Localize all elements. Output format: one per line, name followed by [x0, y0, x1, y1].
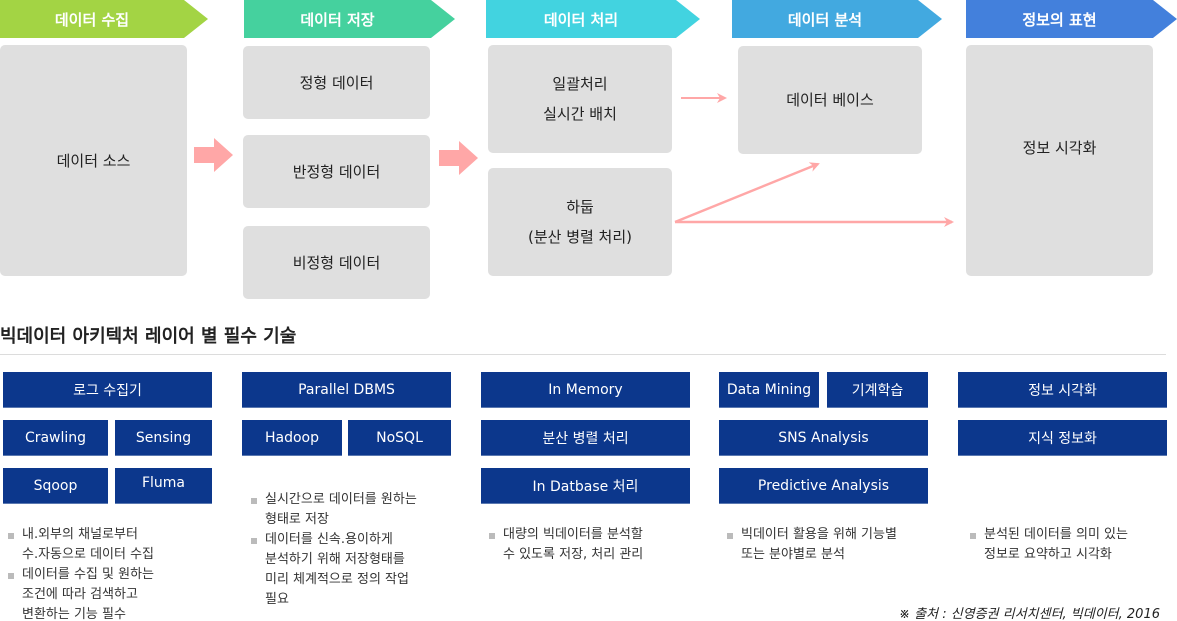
box-label: 반정형 데이터	[292, 162, 381, 181]
box-label: 비정형 데이터	[292, 253, 381, 272]
info-visualization-box: 정보 시각화	[966, 45, 1153, 276]
tech-in-database: In Datbase 처리	[481, 468, 690, 504]
tech-knowledge-info: 지식 정보화	[958, 420, 1167, 456]
semi-structured-data-box: 반정형 데이터	[243, 135, 430, 208]
bullet-line: 필요	[265, 592, 289, 607]
tech-in-memory: In Memory	[481, 372, 690, 408]
tech-label: 분산 병렬 처리	[542, 430, 629, 447]
tech-nosql: NoSQL	[348, 420, 451, 456]
bullet-line: 분석하기 위해 저장형태를	[265, 552, 405, 567]
tech-label: In Datbase 처리	[532, 478, 639, 495]
hadoop-box: 하둡 (분산 병렬 처리)	[488, 168, 672, 276]
tech-label: In Memory	[548, 381, 623, 398]
tech-label: 로그 수집기	[73, 382, 142, 399]
box-label-line2: (분산 병렬 처리)	[527, 228, 633, 246]
box-label: 데이터 소스	[56, 151, 131, 170]
tech-log-collector: 로그 수집기	[3, 372, 212, 408]
tech-label: Parallel DBMS	[298, 381, 395, 398]
box-label-line1: 하둡	[566, 198, 594, 216]
stage-label: 데이터 수집	[54, 10, 130, 29]
tech-data-mining: Data Mining	[719, 372, 819, 408]
tech-label: Sensing	[135, 429, 192, 446]
bullet-line: 데이터를 수집 및 원하는	[22, 567, 154, 582]
tech-label: Predictive Analysis	[757, 477, 890, 494]
tech-label: Fluma	[141, 475, 186, 491]
tech-sqoop: Sqoop	[3, 468, 108, 504]
stage-header-presentation: 정보의 표현	[966, 0, 1177, 38]
stage-header-collection: 데이터 수집	[0, 0, 208, 38]
bullet-line: 데이터를 신속.용이하게	[265, 532, 393, 547]
box-label-line2: 실시간 배치	[543, 105, 617, 123]
bullet-line: 분석된 데이터를 의미 있는	[984, 527, 1128, 542]
box-label: 정보 시각화	[1022, 139, 1097, 157]
tech-label: Hadoop	[264, 429, 319, 446]
bullet-item: 분석된 데이터를 의미 있는 정보로 요약하고 시각화	[962, 525, 1128, 565]
bullet-line: 대량의 빅데이터를 분석할	[503, 527, 643, 542]
tech-machine-learning: 기계학습	[827, 372, 928, 408]
stage-label: 정보의 표현	[1022, 10, 1097, 29]
section-title: 빅데이터 아키텍처 레이어 별 필수 기술	[0, 326, 297, 347]
box-label: 정형 데이터	[299, 73, 374, 92]
bullet-line: 형태로 저장	[265, 512, 329, 527]
collection-bullets: 내.외부의 채널로부터 수.자동으로 데이터 수집 데이터를 수집 및 원하는 …	[0, 525, 154, 621]
stage-header-processing: 데이터 처리	[486, 0, 700, 38]
tech-label: 정보 시각화	[1028, 382, 1097, 399]
bullet-line: 조건에 따라 검색하고	[22, 587, 138, 602]
source-note: ※ 출처 : 신영증권 리서치센터, 빅데이터, 2016	[899, 607, 1160, 621]
box-label: 데이터 베이스	[786, 91, 874, 109]
tech-crawling: Crawling	[3, 420, 108, 456]
bullet-line: 수.자동으로 데이터 수집	[22, 547, 154, 562]
stage-header-analysis: 데이터 분석	[732, 0, 942, 38]
unstructured-data-box: 비정형 데이터	[243, 226, 430, 299]
analysis-bullets: 빅데이터 활용을 위해 기능별 또는 분야별로 분석	[719, 525, 897, 565]
bullet-line: 빅데이터 활용을 위해 기능별	[741, 527, 897, 542]
tech-label: Sqoop	[33, 477, 78, 494]
tech-info-visualization: 정보 시각화	[958, 372, 1167, 408]
stage-label: 데이터 처리	[543, 10, 619, 29]
bullet-line: 변환하는 기능 필수	[22, 607, 126, 621]
tech-label: 지식 정보화	[1028, 430, 1097, 447]
tech-label: 기계학습	[851, 382, 904, 399]
data-source-box: 데이터 소스	[0, 45, 187, 276]
tech-label: Data Mining	[726, 381, 812, 398]
bullet-line: 수 있도록 저장, 처리 관리	[503, 547, 644, 562]
tech-sns-analysis: SNS Analysis	[719, 420, 928, 456]
bullet-item: 대량의 빅데이터를 분석할 수 있도록 저장, 처리 관리	[481, 525, 643, 565]
bullet-item: 내.외부의 채널로부터 수.자동으로 데이터 수집	[0, 525, 154, 565]
tech-label: Crawling	[24, 429, 87, 446]
presentation-bullets: 분석된 데이터를 의미 있는 정보로 요약하고 시각화	[962, 525, 1128, 565]
bullet-item: 실시간으로 데이터를 원하는 형태로 저장	[243, 490, 417, 530]
tech-parallel-dbms: Parallel DBMS	[242, 372, 451, 408]
tech-predictive-analysis: Predictive Analysis	[719, 468, 928, 504]
block-arrow-icon	[439, 141, 478, 175]
stage-label: 데이터 분석	[787, 10, 863, 29]
stage-label: 데이터 저장	[300, 10, 375, 29]
bullet-line: 정보로 요약하고 시각화	[984, 547, 1112, 562]
tech-fluma: Fluma	[115, 468, 212, 504]
tech-distributed-parallel: 분산 병렬 처리	[481, 420, 690, 456]
arrow-hadoop-to-database	[674, 162, 820, 224]
tech-label: SNS Analysis	[778, 429, 869, 446]
block-arrow-icon	[194, 138, 233, 172]
tech-sensing: Sensing	[115, 420, 212, 456]
processing-bullets: 대량의 빅데이터를 분석할 수 있도록 저장, 처리 관리	[481, 525, 643, 565]
batch-processing-box: 일괄처리 실시간 배치	[488, 45, 672, 153]
divider	[0, 354, 1166, 355]
bullet-line: 미리 체계적으로 정의 작업	[265, 572, 409, 587]
bullet-line: 실시간으로 데이터를 원하는	[265, 492, 417, 507]
bullet-item: 데이터를 수집 및 원하는 조건에 따라 검색하고 변환하는 기능 필수	[0, 565, 154, 621]
structured-data-box: 정형 데이터	[243, 46, 430, 119]
bullet-line: 또는 분야별로 분석	[741, 547, 845, 562]
box-label-line1: 일괄처리	[552, 75, 608, 93]
tech-hadoop: Hadoop	[242, 420, 342, 456]
bullet-item: 데이터를 신속.용이하게 분석하기 위해 저장형태를 미리 체계적으로 정의 작…	[243, 530, 417, 610]
storage-bullets: 실시간으로 데이터를 원하는 형태로 저장 데이터를 신속.용이하게 분석하기 …	[243, 490, 417, 610]
bullet-line: 내.외부의 채널로부터	[22, 527, 138, 542]
database-box: 데이터 베이스	[738, 46, 922, 154]
tech-label: NoSQL	[376, 429, 423, 446]
stage-header-storage: 데이터 저장	[244, 0, 455, 38]
bullet-item: 빅데이터 활용을 위해 기능별 또는 분야별로 분석	[719, 525, 897, 565]
